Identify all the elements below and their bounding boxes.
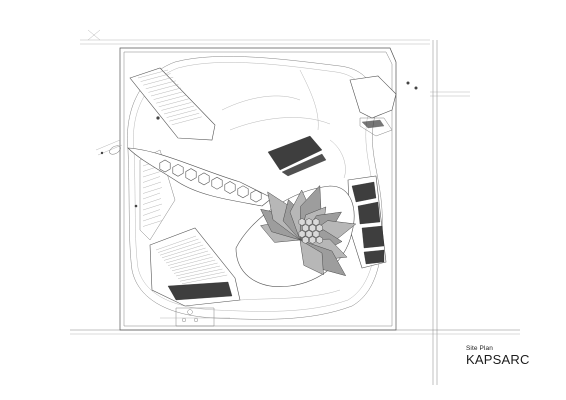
caption-subtitle: Site Plan [466,345,493,352]
west-entrance [95,139,123,156]
caption-title: KAPSARC [466,352,530,367]
ring-road [127,56,383,320]
drawing-caption: Site Plan KAPSARC [466,345,530,367]
northeast-building [349,75,418,137]
parking-northwest [129,67,216,141]
inner-boundary [123,51,393,327]
parking-southwest [149,227,241,307]
parking-north [267,135,327,177]
canopy-west-arm [127,147,273,207]
central-building [235,184,357,287]
parking-east [347,175,387,269]
site-boundary [119,47,397,331]
landscape-paths [221,69,346,301]
south-entrance [160,307,230,327]
parking-west [134,149,176,241]
